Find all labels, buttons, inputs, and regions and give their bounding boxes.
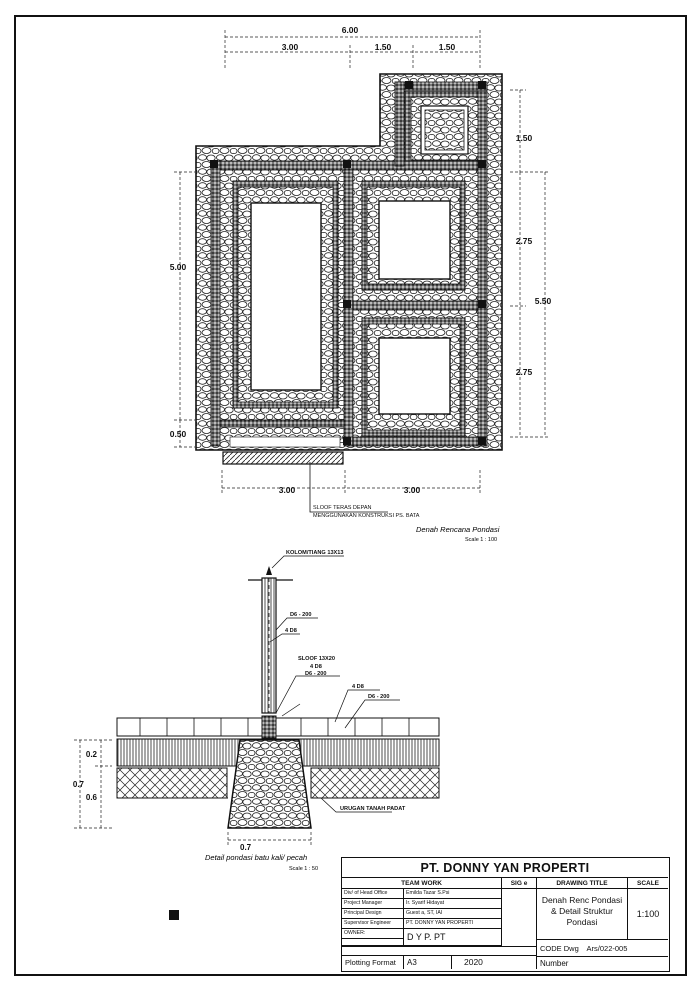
dim-right-low: 2.75 (516, 367, 533, 377)
team-role-1: Div/ of Head Office (342, 889, 404, 899)
dim-bottom-b: 3.00 (404, 485, 421, 495)
label-right-d6: D6 - 200 (368, 694, 389, 700)
plotting-value: A3 (404, 956, 452, 969)
dim-top-c: 1.50 (439, 42, 456, 52)
dim-w07: 0.7 (240, 843, 252, 852)
label-d6-upper: D6 - 200 (290, 612, 311, 618)
label-column: KOLOM/TIANG 13X13 (286, 550, 344, 556)
plan-note-line1: SLOOF TERAS DEPAN (313, 505, 372, 511)
foundation-detail (116, 566, 440, 829)
label-right-4d8: 4 D8 (352, 684, 364, 690)
sig-header: SIG e (502, 878, 537, 889)
plan-note-line2: MENGGUNAKAN KONSTRUKSI PS. BATA (313, 513, 420, 519)
label-sloof-4d8: 4 D8 (310, 664, 322, 670)
plan-scale: Scale 1 : 100 (465, 537, 497, 543)
dim-left-terrace: 0.50 (170, 429, 187, 439)
label-sloof-d6: D6 - 200 (305, 671, 326, 677)
plan-dimension-lines (174, 30, 550, 494)
detail-title: Detail pondasi batu kali/ pecah (205, 853, 307, 862)
dim-02: 0.2 (86, 750, 98, 759)
scale-value: 1:100 (636, 909, 660, 919)
code-label: CODE Dwg (540, 944, 579, 953)
team-work-header: TEAM WORK (342, 878, 502, 889)
drawing-title-line3: Pondasi (566, 917, 598, 927)
detail-scale: Scale 1 : 50 (289, 866, 318, 872)
dim-right-top: 1.50 (516, 133, 533, 143)
scale-header: SCALE (628, 878, 668, 889)
room-top-small-core (424, 109, 465, 151)
dim-top-a: 3.00 (282, 42, 299, 52)
label-fill: URUGAN TANAH PADAT (340, 806, 406, 812)
dim-top-b: 1.50 (375, 42, 392, 52)
dim-right-mid: 2.75 (516, 236, 533, 246)
number-label: Number (537, 956, 668, 969)
dim-bottom-a: 3.00 (279, 485, 296, 495)
team-name-1: Emilda Tazar S.Psi (404, 889, 502, 899)
terrace-brick-sloof (222, 451, 344, 465)
title-block: PT. DONNY YAN PROPERTI TEAM WORK SIG e D… (341, 857, 670, 972)
drawing-title-line2: & Detail Struktur (551, 906, 613, 916)
team-name-3: Guest a, ST, IAI (404, 909, 502, 919)
marker-square (169, 910, 179, 920)
dim-right-total: 5.50 (535, 296, 552, 306)
year-value: 2020 (452, 956, 537, 969)
drawing-title-header: DRAWING TITLE (537, 878, 628, 889)
owner-label: OWNER: (342, 929, 404, 939)
plotting-label: Plotting Format (342, 956, 404, 969)
team-name-2: Ir. Syarif Hidayat (404, 899, 502, 909)
team-role-4: Supervisor Engineer (342, 919, 404, 929)
dim-left-main: 5.00 (170, 262, 187, 272)
code-value: Ars/022-005 (586, 944, 628, 953)
stone-foundation-section (227, 739, 312, 829)
company-name: PT. DONNY YAN PROPERTI (342, 858, 668, 878)
team-name-4: PT. DONNY YAN PROPERTI (404, 919, 502, 929)
room-right-bottom-void (378, 337, 451, 415)
team-role-2: Project Manager (342, 899, 404, 909)
drawing-title-line1: Denah Renc Pondasi (541, 895, 623, 905)
label-sloof: SLOOF 13X20 (298, 656, 335, 662)
owner-value: D Y P. PT (404, 929, 502, 946)
plan-title: Denah Rencana Pondasi (416, 525, 500, 534)
label-4d8-upper: 4 D8 (285, 628, 297, 634)
room-right-top-void (378, 200, 451, 280)
foundation-plan (195, 73, 503, 465)
signature-box (502, 889, 537, 946)
dim-07: 0.7 (73, 780, 85, 789)
dim-06: 0.6 (86, 793, 98, 802)
drawing-sheet-border (14, 15, 687, 976)
dim-top-total: 6.00 (342, 25, 359, 35)
team-role-3: Principal Design (342, 909, 404, 919)
room-left-void (250, 202, 322, 391)
